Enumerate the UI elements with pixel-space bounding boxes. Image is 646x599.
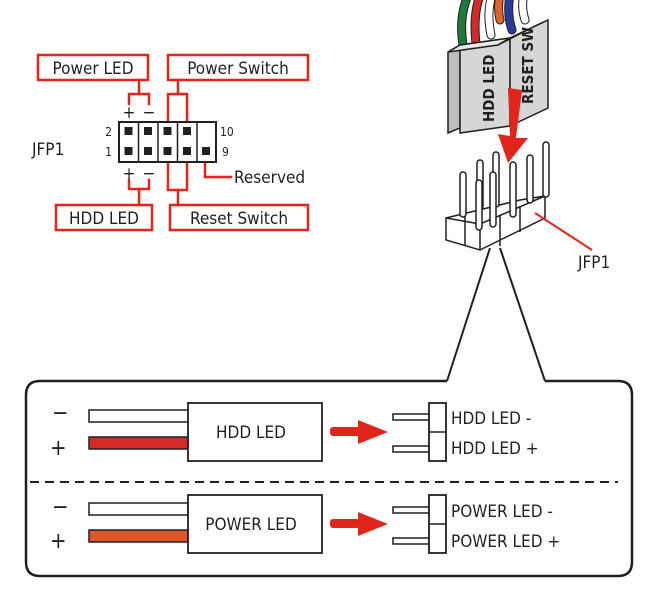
hdd-led-connector-box bbox=[187, 402, 323, 462]
jfp1-leader-line bbox=[534, 212, 593, 251]
plug-label-reset-sw: RESET SW bbox=[519, 27, 537, 104]
power-minus-wire bbox=[88, 502, 189, 516]
hdd-led-minus: − bbox=[143, 164, 156, 184]
hdd-led-label-box bbox=[54, 203, 154, 232]
hdd-led-label: HDD LED bbox=[69, 209, 139, 229]
callout-line-left bbox=[446, 247, 491, 382]
reserved-label: Reserved bbox=[234, 168, 305, 188]
power-led-minus-label: POWER LED - bbox=[451, 502, 553, 522]
panel-outline bbox=[24, 379, 634, 578]
power-led-minus: − bbox=[143, 103, 156, 123]
jfp1-label: JFP1 bbox=[577, 253, 610, 273]
reset-switch-label: Reset Switch bbox=[190, 209, 288, 229]
hdd-minus-wire bbox=[88, 409, 189, 423]
hdd-led-row: − + HDD LED HDD LED - HDD LED + bbox=[50, 401, 539, 462]
power-switch-bracket bbox=[166, 92, 189, 133]
pin-number-1: 1 bbox=[105, 145, 112, 159]
connector-illustration: HDD LED RESET SW JFP1 bbox=[445, 0, 610, 382]
pin-number-10: 10 bbox=[220, 125, 234, 139]
callout-line-right bbox=[499, 247, 546, 382]
hdd-led-minus-label: HDD LED - bbox=[451, 409, 531, 429]
connection-brackets bbox=[127, 78, 233, 207]
pin-number-9: 9 bbox=[222, 145, 229, 159]
header-pins bbox=[124, 127, 210, 155]
pin-number-2: 2 bbox=[105, 125, 112, 139]
pinout-schematic: Power LED Power Switch HDD LED Reset Swi… bbox=[31, 53, 310, 232]
power-switch-label: Power Switch bbox=[187, 59, 289, 79]
power-led-bracket-right bbox=[137, 92, 151, 106]
hdd-led-plus: + bbox=[123, 164, 136, 184]
plug-label-hdd-led: HDD LED bbox=[480, 55, 498, 122]
detail-panel: − + HDD LED HDD LED - HDD LED + − + POWE… bbox=[24, 379, 634, 578]
power-arrow-icon bbox=[330, 512, 388, 536]
power-led-label-box bbox=[36, 53, 150, 82]
row2-plus: + bbox=[50, 529, 67, 554]
power-led-plus-label: POWER LED + bbox=[451, 532, 560, 552]
power-plus-wire bbox=[88, 529, 189, 543]
power-pin-minus bbox=[392, 506, 430, 514]
row1-minus: − bbox=[52, 401, 69, 426]
hdd-arrow-icon bbox=[330, 420, 388, 444]
hdd-pin-plus bbox=[392, 445, 430, 453]
hdd-led-connector-label: HDD LED bbox=[216, 423, 286, 443]
header-name: JFP1 bbox=[31, 140, 64, 160]
hdd-led-plus-label: HDD LED + bbox=[451, 439, 539, 459]
header-3d bbox=[445, 141, 550, 251]
hdd-plus-wire bbox=[88, 436, 189, 450]
power-led-row: − + POWER LED POWER LED - POWER LED + bbox=[50, 494, 560, 554]
row2-minus: − bbox=[52, 495, 69, 520]
reset-switch-label-box bbox=[168, 203, 310, 232]
power-led-bracket bbox=[127, 78, 141, 106]
insert-arrow bbox=[498, 88, 528, 163]
row1-plus: + bbox=[50, 436, 67, 461]
power-led-connector-label: POWER LED bbox=[205, 515, 296, 535]
power-switch-label-box bbox=[166, 53, 310, 82]
power-led-plus: + bbox=[123, 103, 136, 123]
power-pin-plus bbox=[392, 537, 430, 545]
power-led-connector-box bbox=[187, 494, 323, 554]
hdd-pin-minus bbox=[392, 413, 430, 421]
power-led-label: Power LED bbox=[53, 59, 134, 79]
